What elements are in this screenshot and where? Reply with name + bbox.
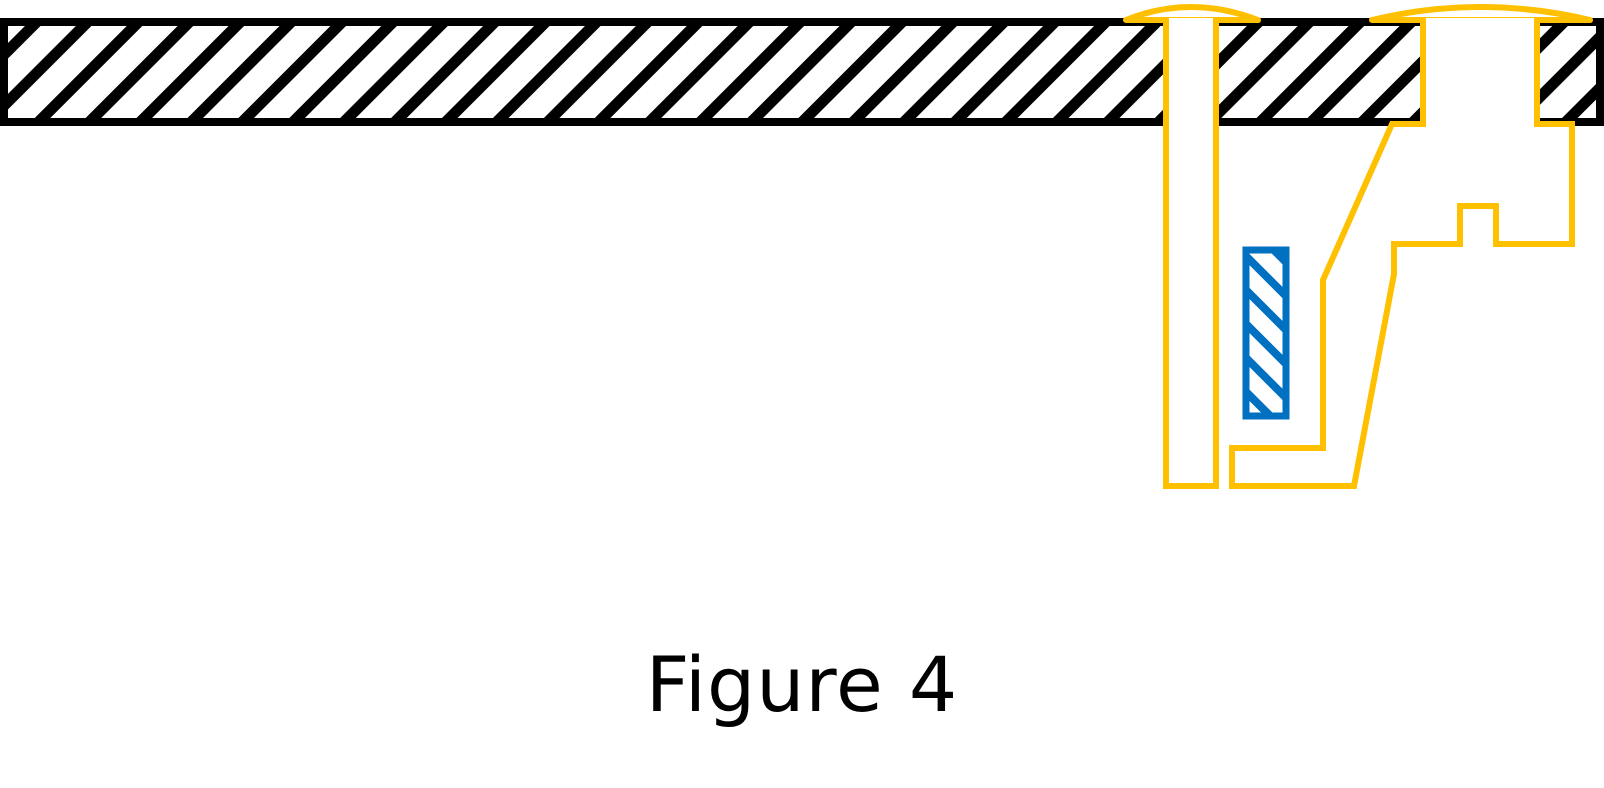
rivet-left	[1123, 4, 1261, 489]
rivet-left-head	[1123, 4, 1261, 23]
fastener-right-body	[1229, 20, 1575, 489]
fastener-right-head	[1369, 4, 1593, 23]
figure-caption: Figure 4	[645, 640, 959, 729]
blue-insert	[1242, 246, 1290, 420]
fastener-right	[1229, 4, 1593, 489]
hatched-plate	[0, 18, 1604, 126]
